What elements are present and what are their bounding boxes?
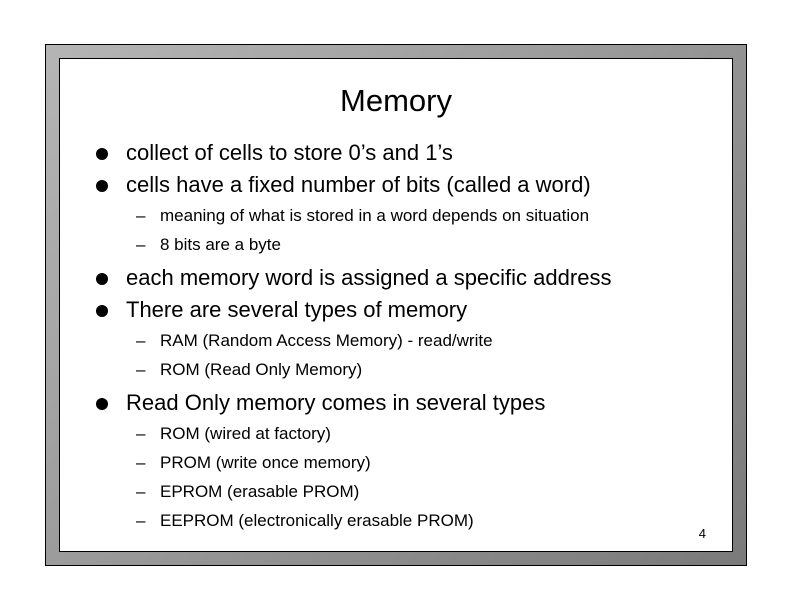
sub-list: –RAM (Random Access Memory) - read/write… <box>96 326 716 384</box>
dash-marker: – <box>136 331 146 350</box>
bullet-dot-icon <box>96 305 108 317</box>
dash-marker: – <box>136 206 146 225</box>
dash-marker: – <box>136 482 146 501</box>
sub-list-wrapper: –ROM (wired at factory)–PROM (write once… <box>96 419 716 535</box>
sub-item-text: EPROM (erasable PROM) <box>160 482 360 501</box>
sub-list-wrapper: –meaning of what is stored in a word dep… <box>96 201 716 259</box>
sub-list-wrapper: –RAM (Random Access Memory) - read/write… <box>96 326 716 384</box>
bullet-text: collect of cells to store 0’s and 1’s <box>126 140 453 165</box>
sub-item-text: ROM (Read Only Memory) <box>160 360 363 379</box>
sub-list: –meaning of what is stored in a word dep… <box>96 201 716 259</box>
slide-frame: Memory collect of cells to store 0’s and… <box>45 44 747 566</box>
bullet-text: Read Only memory comes in several types <box>126 390 546 415</box>
sub-item: –EPROM (erasable PROM) <box>96 477 716 506</box>
sub-item: –PROM (write once memory) <box>96 448 716 477</box>
bullet-item: cells have a fixed number of bits (calle… <box>96 169 716 201</box>
sub-item-text: PROM (write once memory) <box>160 453 371 472</box>
sub-item-text: RAM (Random Access Memory) - read/write <box>160 331 493 350</box>
sub-item-text: EEPROM (electronically erasable PROM) <box>160 511 474 530</box>
sub-list: –ROM (wired at factory)–PROM (write once… <box>96 419 716 535</box>
slide-title: Memory <box>340 83 452 118</box>
dash-marker: – <box>136 360 146 379</box>
sub-item: –8 bits are a byte <box>96 230 716 259</box>
sub-item: –EEPROM (electronically erasable PROM) <box>96 506 716 535</box>
dash-marker: – <box>136 511 146 530</box>
bullet-item: There are several types of memory <box>96 294 716 326</box>
sub-item-text: ROM (wired at factory) <box>160 424 331 443</box>
sub-item: –ROM (Read Only Memory) <box>96 355 716 384</box>
sub-item: –meaning of what is stored in a word dep… <box>96 201 716 230</box>
bullet-dot-icon <box>96 180 108 192</box>
page-number: 4 <box>698 526 706 541</box>
bullet-dot-icon <box>96 398 108 410</box>
bullet-dot-icon <box>96 273 108 285</box>
bullet-list: collect of cells to store 0’s and 1’s cel… <box>96 137 716 538</box>
bullet-dot-icon <box>96 148 108 160</box>
bullet-text: There are several types of memory <box>126 297 468 322</box>
sub-item-text: 8 bits are a byte <box>160 235 281 254</box>
bullet-item: Read Only memory comes in several types <box>96 387 716 419</box>
slide: Memory collect of cells to store 0’s and… <box>59 58 733 552</box>
bullet-text: each memory word is assigned a specific … <box>126 265 612 290</box>
dash-marker: – <box>136 424 146 443</box>
dash-marker: – <box>136 235 146 254</box>
sub-item: –ROM (wired at factory) <box>96 419 716 448</box>
bullet-item: each memory word is assigned a specific … <box>96 262 716 294</box>
bullet-item: collect of cells to store 0’s and 1’s <box>96 137 716 169</box>
bullet-text: cells have a fixed number of bits (calle… <box>126 172 591 197</box>
dash-marker: – <box>136 453 146 472</box>
sub-item-text: meaning of what is stored in a word depe… <box>160 206 590 225</box>
sub-item: –RAM (Random Access Memory) - read/write <box>96 326 716 355</box>
